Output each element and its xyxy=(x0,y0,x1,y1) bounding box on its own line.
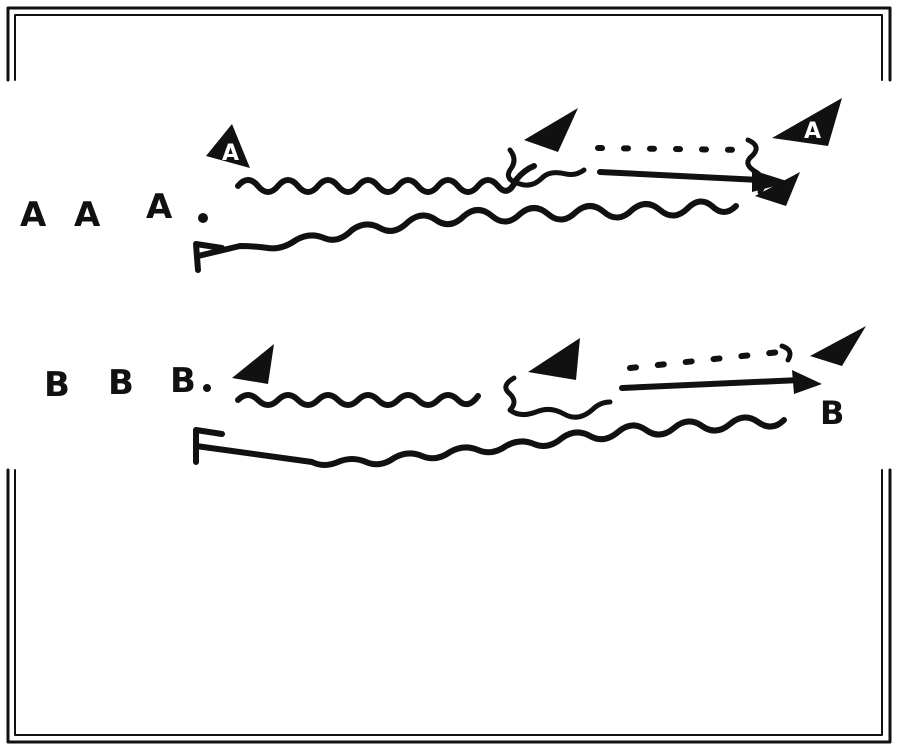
row-a-pointer-label: A xyxy=(222,141,239,166)
row-b-brace xyxy=(503,375,613,420)
row-b-dribble-path xyxy=(235,392,481,408)
row-b-end-label: B xyxy=(820,394,844,432)
row-b-queue-label-1: B xyxy=(44,365,70,405)
row-b-player-3-triangle xyxy=(810,326,866,366)
row-a-dribble-path xyxy=(235,163,537,195)
row-a-pass-dashed xyxy=(595,145,751,153)
row-b-start-dot xyxy=(203,384,211,392)
row-b-bracket xyxy=(779,343,793,363)
row-b-player-1-triangle xyxy=(232,344,274,384)
row-a-player-3-triangle xyxy=(772,98,842,146)
frame-bottom-inner xyxy=(14,469,883,736)
frame xyxy=(6,6,892,744)
row-a-return-arrowhead xyxy=(193,241,225,273)
row-a-pass-solid xyxy=(597,169,763,183)
row-a-player-1-triangle xyxy=(206,124,250,168)
row-a-arrival-triangle xyxy=(755,172,800,206)
row-b-return-arrowhead xyxy=(193,427,225,465)
frame-bottom-outer xyxy=(6,468,892,744)
frame-top-inner xyxy=(14,14,883,81)
frame-top-outer xyxy=(6,6,892,82)
row-a-right-label: A xyxy=(804,119,821,144)
row-a-start-dot xyxy=(198,213,208,223)
row-a-return-path xyxy=(195,198,739,259)
row-a-dribble-continue xyxy=(505,147,587,188)
row-b-pass-solid xyxy=(619,377,803,391)
row-a-queue-label-3: A xyxy=(146,187,173,227)
row-a-queue-label-1: A xyxy=(20,195,47,235)
row-b-queue-label-2: B xyxy=(108,363,134,403)
row-a: A A A A A xyxy=(20,98,842,273)
row-a-queue-label-2: A xyxy=(74,195,101,235)
row-a-player-2-triangle xyxy=(524,108,578,152)
row-b-player-2-triangle xyxy=(528,338,580,380)
row-b: B B B B xyxy=(44,326,866,468)
row-b-pass-dashed xyxy=(627,349,783,371)
row-b-return-path xyxy=(193,414,787,468)
row-b-pass-arrowhead xyxy=(792,370,822,394)
row-a-pass-arrowhead xyxy=(752,170,790,192)
row-b-queue-label-3: B xyxy=(170,361,196,401)
